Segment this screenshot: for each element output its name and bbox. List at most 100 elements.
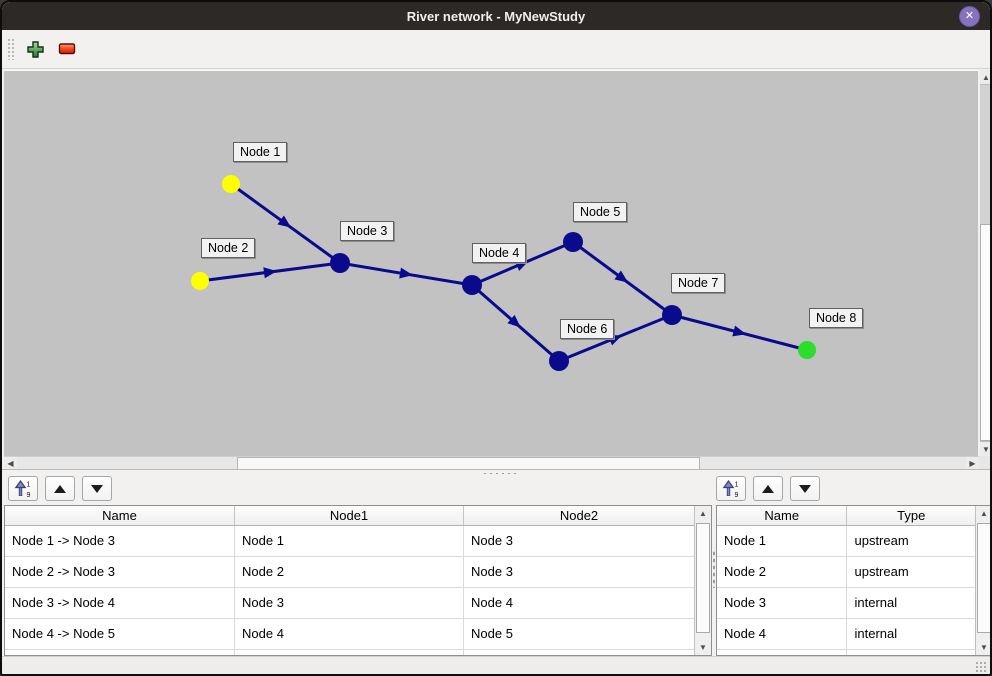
- svg-text:1: 1: [27, 481, 31, 488]
- table-cell[interactable]: Node 4: [717, 619, 848, 649]
- toolbar-drag-handle[interactable]: [7, 38, 14, 60]
- node-label[interactable]: Node 1: [233, 142, 288, 162]
- node-label[interactable]: Node 8: [809, 308, 864, 328]
- scroll-down-icon[interactable]: ▼: [980, 441, 990, 456]
- table-cell[interactable]: upstream: [854, 564, 909, 579]
- move-down-button[interactable]: [790, 476, 820, 501]
- remove-node-button[interactable]: [54, 36, 80, 62]
- sort-links-button[interactable]: 1 9: [8, 476, 38, 501]
- table-scroll-thumb[interactable]: [977, 523, 990, 633]
- scroll-down-icon[interactable]: ▼: [699, 643, 707, 652]
- canvas-horizontal-scrollbar[interactable]: ◀ ▶: [4, 456, 979, 470]
- table-row[interactable]: Node 2 upstream: [717, 557, 975, 588]
- network-node[interactable]: [191, 272, 209, 290]
- table-cell[interactable]: Node 1: [717, 526, 848, 556]
- table-cell[interactable]: Node 4: [471, 595, 513, 610]
- network-node[interactable]: [798, 341, 816, 359]
- table-row[interactable]: Node 4 internal: [717, 619, 975, 650]
- network-node[interactable]: [549, 351, 569, 371]
- column-header[interactable]: Name: [717, 506, 848, 525]
- table-cell[interactable]: internal: [854, 595, 898, 610]
- remove-icon: [58, 43, 75, 55]
- add-node-button[interactable]: [22, 36, 48, 62]
- table-cell[interactable]: internal: [854, 626, 898, 641]
- scroll-up-icon[interactable]: ▲: [699, 509, 707, 518]
- node-label[interactable]: Node 3: [340, 221, 395, 241]
- scroll-right-icon[interactable]: ▶: [966, 457, 979, 470]
- sort-nodes-button[interactable]: 1 9: [716, 476, 746, 501]
- table-scroll-thumb[interactable]: [696, 523, 710, 633]
- down-arrow-icon: [799, 484, 811, 493]
- table-cell[interactable]: Node 4 -> Node 5: [5, 619, 235, 649]
- resize-grip[interactable]: [975, 661, 986, 672]
- table-cell[interactable]: Node 2: [235, 557, 464, 587]
- splitter-handle-dots[interactable]: [482, 472, 516, 475]
- table-row[interactable]: Node 3 internal: [717, 588, 975, 619]
- network-canvas[interactable]: Node 1 Node 2 Node 3 Node 4 Node 5 Node 6 Node…: [4, 70, 978, 457]
- table-cell[interactable]: Node 1 -> Node 3: [5, 526, 235, 556]
- column-header[interactable]: Node1: [235, 506, 464, 525]
- sort-ascending-icon: 1 9: [14, 479, 31, 498]
- network-node[interactable]: [662, 305, 682, 325]
- network-node[interactable]: [462, 275, 482, 295]
- node-label[interactable]: Node 6: [560, 319, 615, 339]
- table-cell[interactable]: Node 3: [235, 588, 464, 618]
- table-cell[interactable]: Node 3: [717, 588, 848, 618]
- vertical-scroll-thumb[interactable]: [980, 224, 990, 441]
- river-network-diagram[interactable]: [4, 71, 978, 457]
- scroll-up-icon[interactable]: ▲: [980, 70, 990, 85]
- move-down-button[interactable]: [82, 476, 112, 501]
- flow-arrow-icon: [614, 270, 629, 283]
- flow-arrow-icon: [277, 215, 292, 228]
- links-table-scrollbar[interactable]: ▲ ▼: [694, 506, 711, 655]
- table-cell: [464, 650, 694, 655]
- column-header[interactable]: Type: [897, 508, 926, 523]
- scroll-down-icon[interactable]: ▼: [980, 643, 988, 652]
- title-bar[interactable]: River network - MyNewStudy ✕: [2, 2, 990, 30]
- canvas-vertical-scrollbar[interactable]: ▲ ▼: [980, 70, 990, 456]
- table-cell[interactable]: Node 3 -> Node 4: [5, 588, 235, 618]
- table-cell[interactable]: Node 1: [235, 526, 464, 556]
- node-label[interactable]: Node 2: [201, 238, 256, 258]
- table-cell[interactable]: Node 2 -> Node 3: [5, 557, 235, 587]
- up-arrow-icon: [762, 484, 774, 493]
- node-label[interactable]: Node 7: [671, 273, 726, 293]
- vertical-splitter[interactable]: [712, 550, 716, 588]
- table-cell[interactable]: Node 4: [235, 619, 464, 649]
- node-label[interactable]: Node 5: [573, 202, 628, 222]
- nodes-table-header: Name Type: [717, 506, 975, 526]
- svg-text:9: 9: [735, 492, 739, 498]
- table-row[interactable]: Node 1 upstream: [717, 526, 975, 557]
- network-node[interactable]: [563, 232, 583, 252]
- horizontal-splitter[interactable]: [2, 469, 990, 477]
- empty-row: [5, 650, 694, 655]
- flow-arrow-icon: [399, 267, 413, 279]
- column-header[interactable]: Name: [5, 506, 235, 525]
- move-up-button[interactable]: [753, 476, 783, 501]
- table-cell[interactable]: Node 5: [471, 626, 513, 641]
- table-cell[interactable]: Node 3: [471, 533, 513, 548]
- node-label[interactable]: Node 4: [472, 243, 527, 263]
- scroll-up-icon[interactable]: ▲: [980, 509, 988, 518]
- sort-ascending-icon: 1 9: [722, 479, 739, 498]
- flow-arrow-icon: [507, 314, 521, 328]
- table-cell[interactable]: upstream: [854, 533, 909, 548]
- nodes-table-scrollbar[interactable]: ▲ ▼: [975, 506, 990, 655]
- network-node[interactable]: [330, 253, 350, 273]
- table-cell: [717, 650, 848, 655]
- close-button[interactable]: ✕: [959, 6, 980, 27]
- column-header[interactable]: Node2: [559, 508, 599, 523]
- scroll-left-icon[interactable]: ◀: [4, 457, 17, 470]
- table-cell[interactable]: Node 3: [471, 564, 513, 579]
- move-up-button[interactable]: [45, 476, 75, 501]
- network-node[interactable]: [222, 175, 240, 193]
- table-cell[interactable]: Node 2: [717, 557, 848, 587]
